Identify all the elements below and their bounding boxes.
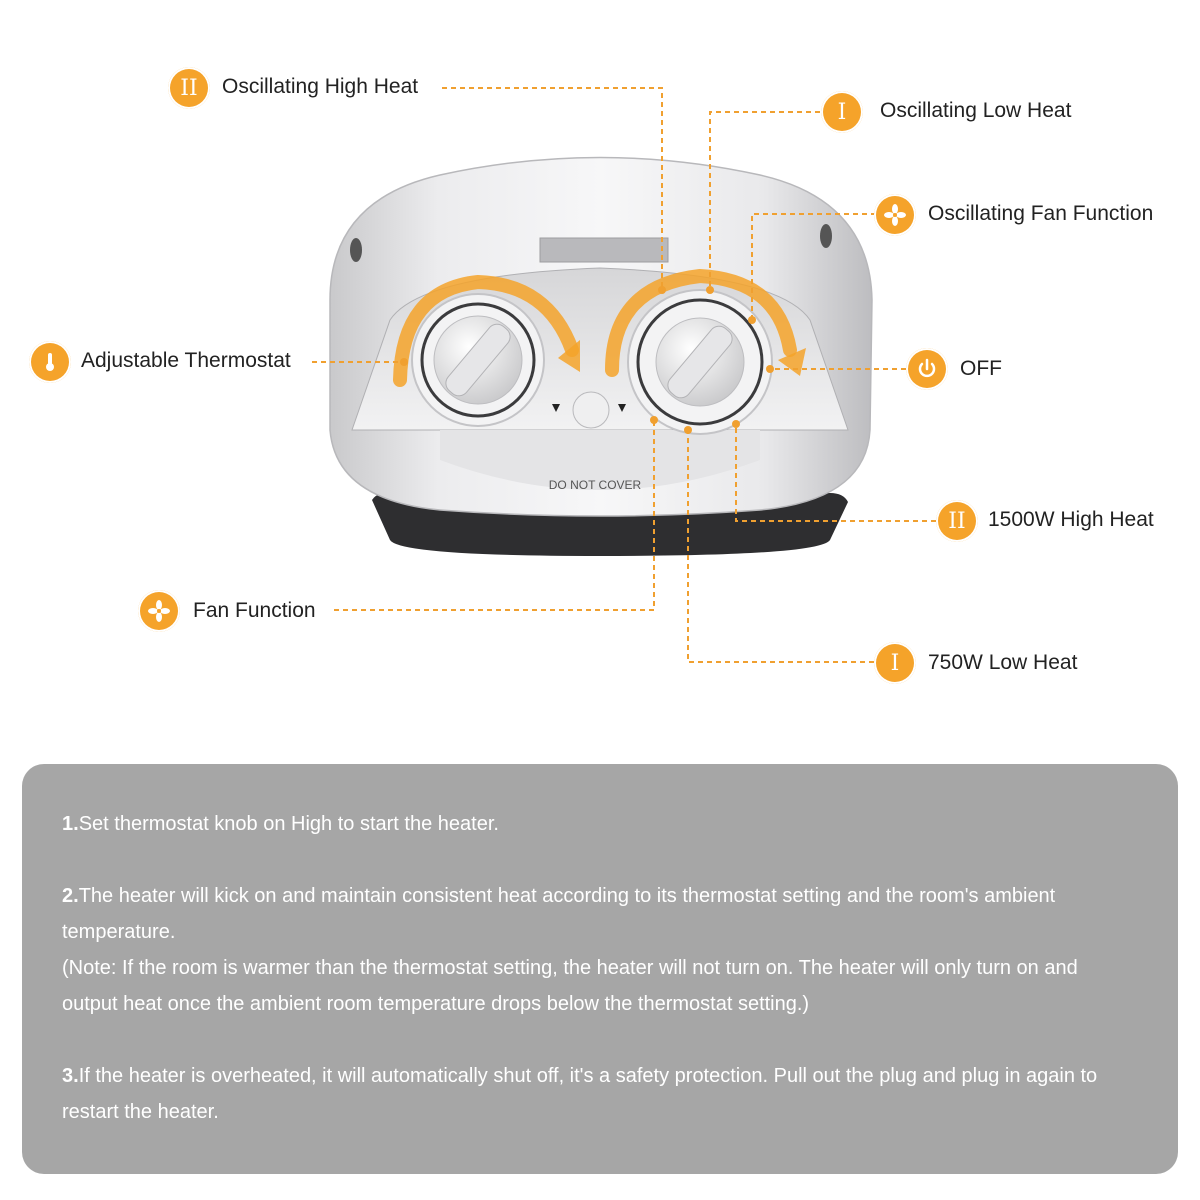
instructions-panel: 1.Set thermostat knob on High to start t… [22, 764, 1178, 1174]
label-high-heat: 1500W High Heat [988, 508, 1154, 531]
instruction-step-1: 1.Set thermostat knob on High to start t… [62, 813, 499, 835]
instruction-step-3: 3.If the heater is overheated, it will a… [62, 1065, 1098, 1123]
heater-diagram: DO NOT COVER [29, 67, 1154, 684]
do-not-cover-label: DO NOT COVER [549, 478, 642, 492]
center-button[interactable] [572, 391, 610, 429]
thermostat-knob[interactable] [411, 293, 545, 427]
label-fan-function: Fan Function [193, 599, 316, 622]
label-low-heat: 750W Low Heat [928, 651, 1078, 674]
mode-knob[interactable] [627, 289, 773, 435]
instruction-step-2-note: (Note: If the room is warmer than the th… [62, 957, 1078, 1015]
label-oscillating-high-heat: Oscillating High Heat [222, 75, 419, 98]
label-adjustable-thermostat: Adjustable Thermostat [81, 349, 291, 372]
label-off: OFF [960, 357, 1002, 380]
label-oscillating-low-heat: Oscillating Low Heat [880, 99, 1072, 122]
fan-icon [138, 590, 180, 632]
heater-illustration: DO NOT COVER [312, 87, 936, 663]
leader-lines [312, 87, 936, 663]
instruction-step-2: 2.The heater will kick on and maintain c… [62, 885, 1078, 1015]
high-heat-badge: II [936, 500, 978, 542]
label-oscillating-fan-function: Oscillating Fan Function [928, 202, 1154, 225]
mode-arrow [605, 268, 797, 377]
low-heat-badge: I [874, 642, 916, 684]
oscillating-fan-icon [874, 194, 916, 236]
thermostat-arrow [393, 274, 579, 387]
oscillating-high-heat-badge: II [168, 67, 210, 109]
thermometer-icon [29, 341, 71, 383]
power-icon [906, 348, 948, 390]
oscillating-low-heat-badge: I [821, 91, 863, 133]
